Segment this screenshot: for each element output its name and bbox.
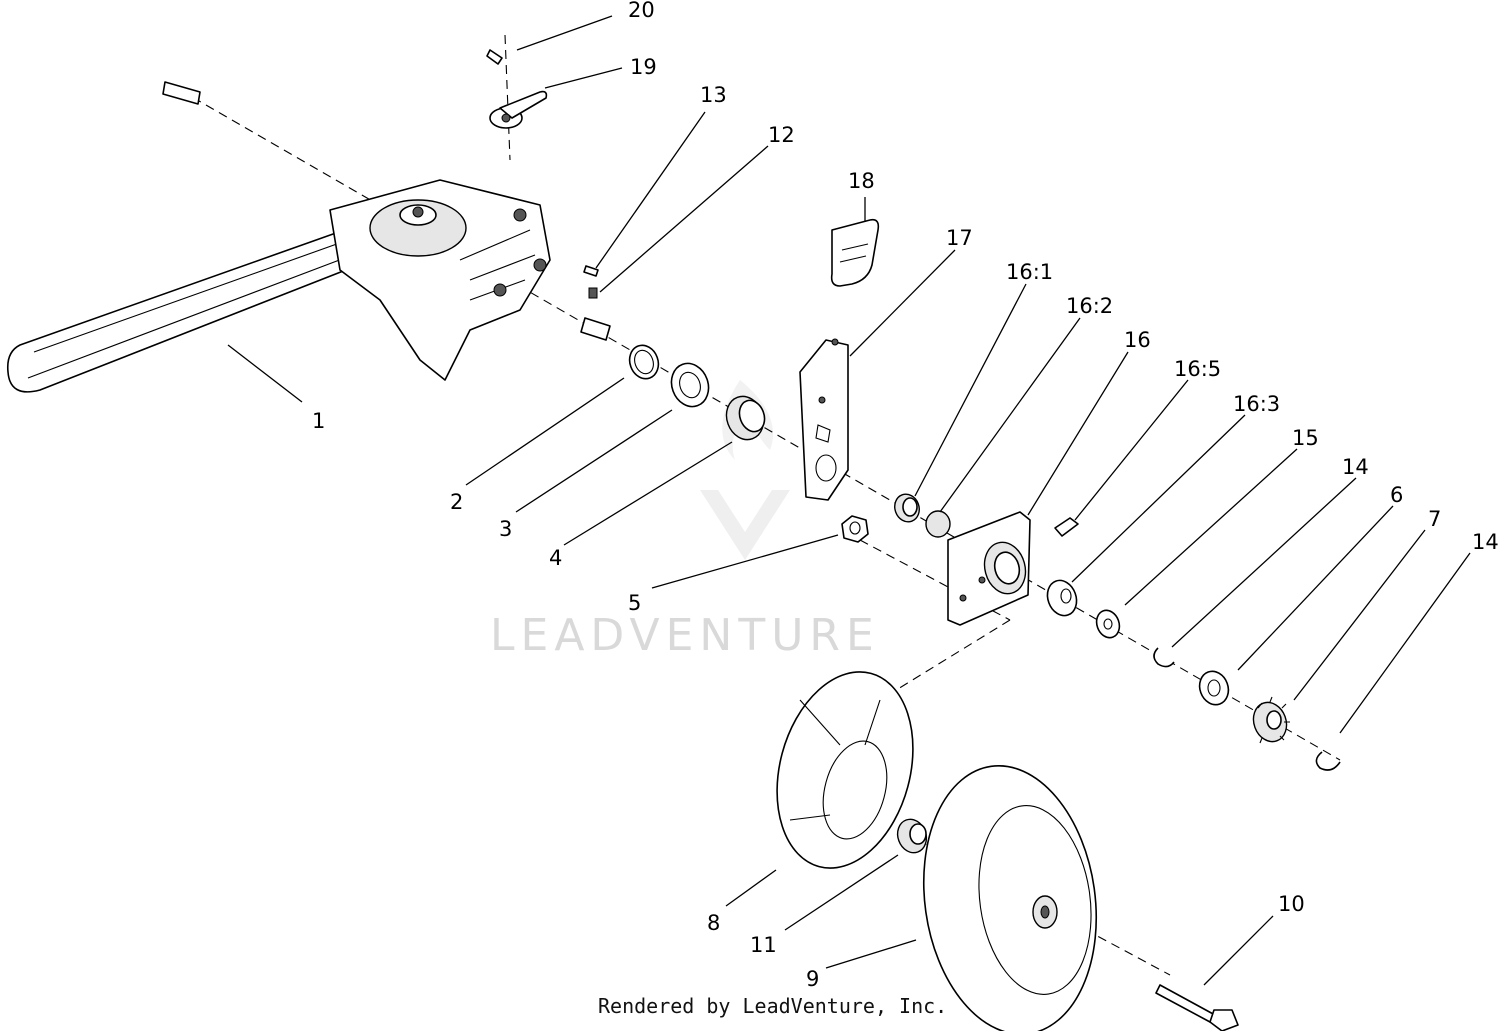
- callout-11: 11: [750, 933, 777, 957]
- callout-6: 6: [1390, 483, 1403, 507]
- bearing-part-4: [725, 395, 766, 441]
- callout-14-lower: 14: [1472, 530, 1499, 554]
- bolt-part-10: [1155, 984, 1239, 1031]
- bushing-part-11: [896, 818, 928, 854]
- callout-9: 9: [806, 967, 819, 991]
- belt-part-1: [6, 225, 374, 393]
- stud-part-16-5: [1054, 517, 1079, 537]
- callout-12: 12: [768, 123, 795, 147]
- callout-13: 13: [700, 83, 727, 107]
- callout-16-3: 16:3: [1233, 392, 1280, 416]
- c-clip-part-14-middle: [1153, 647, 1175, 668]
- nut-part-5: [841, 515, 869, 543]
- footer-credit: Rendered by LeadVenture, Inc.: [598, 994, 948, 1018]
- wheel-part-9: [922, 764, 1098, 1031]
- retaining-ring-part-2: [628, 344, 660, 380]
- callout-19: 19: [630, 55, 657, 79]
- washer-part-6: [1198, 670, 1230, 706]
- callout-leader-lines: [227, 15, 1471, 986]
- callout-8: 8: [707, 911, 720, 935]
- transmission-housing: [329, 179, 551, 381]
- gear-part-7: [1252, 696, 1290, 744]
- callout-16-5: 16:5: [1174, 357, 1221, 381]
- callout-labels: 20 19 13 12 18 17 16:1 16:2 16 16:5 16:3…: [312, 0, 1499, 991]
- c-clip-part-14-lower: [1315, 751, 1341, 771]
- watermark-text: LEADVENTURE: [490, 610, 880, 661]
- spacer-part-15: [1046, 579, 1078, 617]
- callout-10: 10: [1278, 892, 1305, 916]
- callout-1: 1: [312, 409, 325, 433]
- callout-20: 20: [628, 0, 655, 22]
- callout-4: 4: [549, 546, 562, 570]
- callout-16-2: 16:2: [1066, 294, 1113, 318]
- callout-17: 17: [946, 226, 973, 250]
- drive-shaft: [162, 81, 611, 341]
- washer-part-14-upper: [1095, 609, 1121, 639]
- bracket-plate-part-17: [799, 338, 849, 501]
- clip-part-18: [830, 218, 880, 287]
- washer-part-3: [670, 362, 710, 408]
- callout-3: 3: [499, 517, 512, 541]
- callout-2: 2: [450, 490, 463, 514]
- callout-5: 5: [628, 591, 641, 615]
- key-part-13: [583, 265, 599, 277]
- shift-lever-part-19: [489, 90, 548, 129]
- callout-18: 18: [848, 169, 875, 193]
- spacer-part-16-2: [925, 510, 951, 538]
- pin-part-20: [486, 49, 503, 65]
- set-screw-part-12: [588, 287, 598, 299]
- height-bracket-part-16: [947, 511, 1031, 626]
- bushing-part-16-1: [894, 493, 920, 523]
- callout-16-1: 16:1: [1006, 260, 1053, 284]
- callout-15: 15: [1292, 426, 1319, 450]
- callout-16: 16: [1124, 328, 1151, 352]
- wheel-cover-part-8: [776, 671, 914, 869]
- assembly-axis-lines: [179, 34, 1341, 976]
- callout-14-upper: 14: [1342, 455, 1369, 479]
- callout-7: 7: [1428, 507, 1441, 531]
